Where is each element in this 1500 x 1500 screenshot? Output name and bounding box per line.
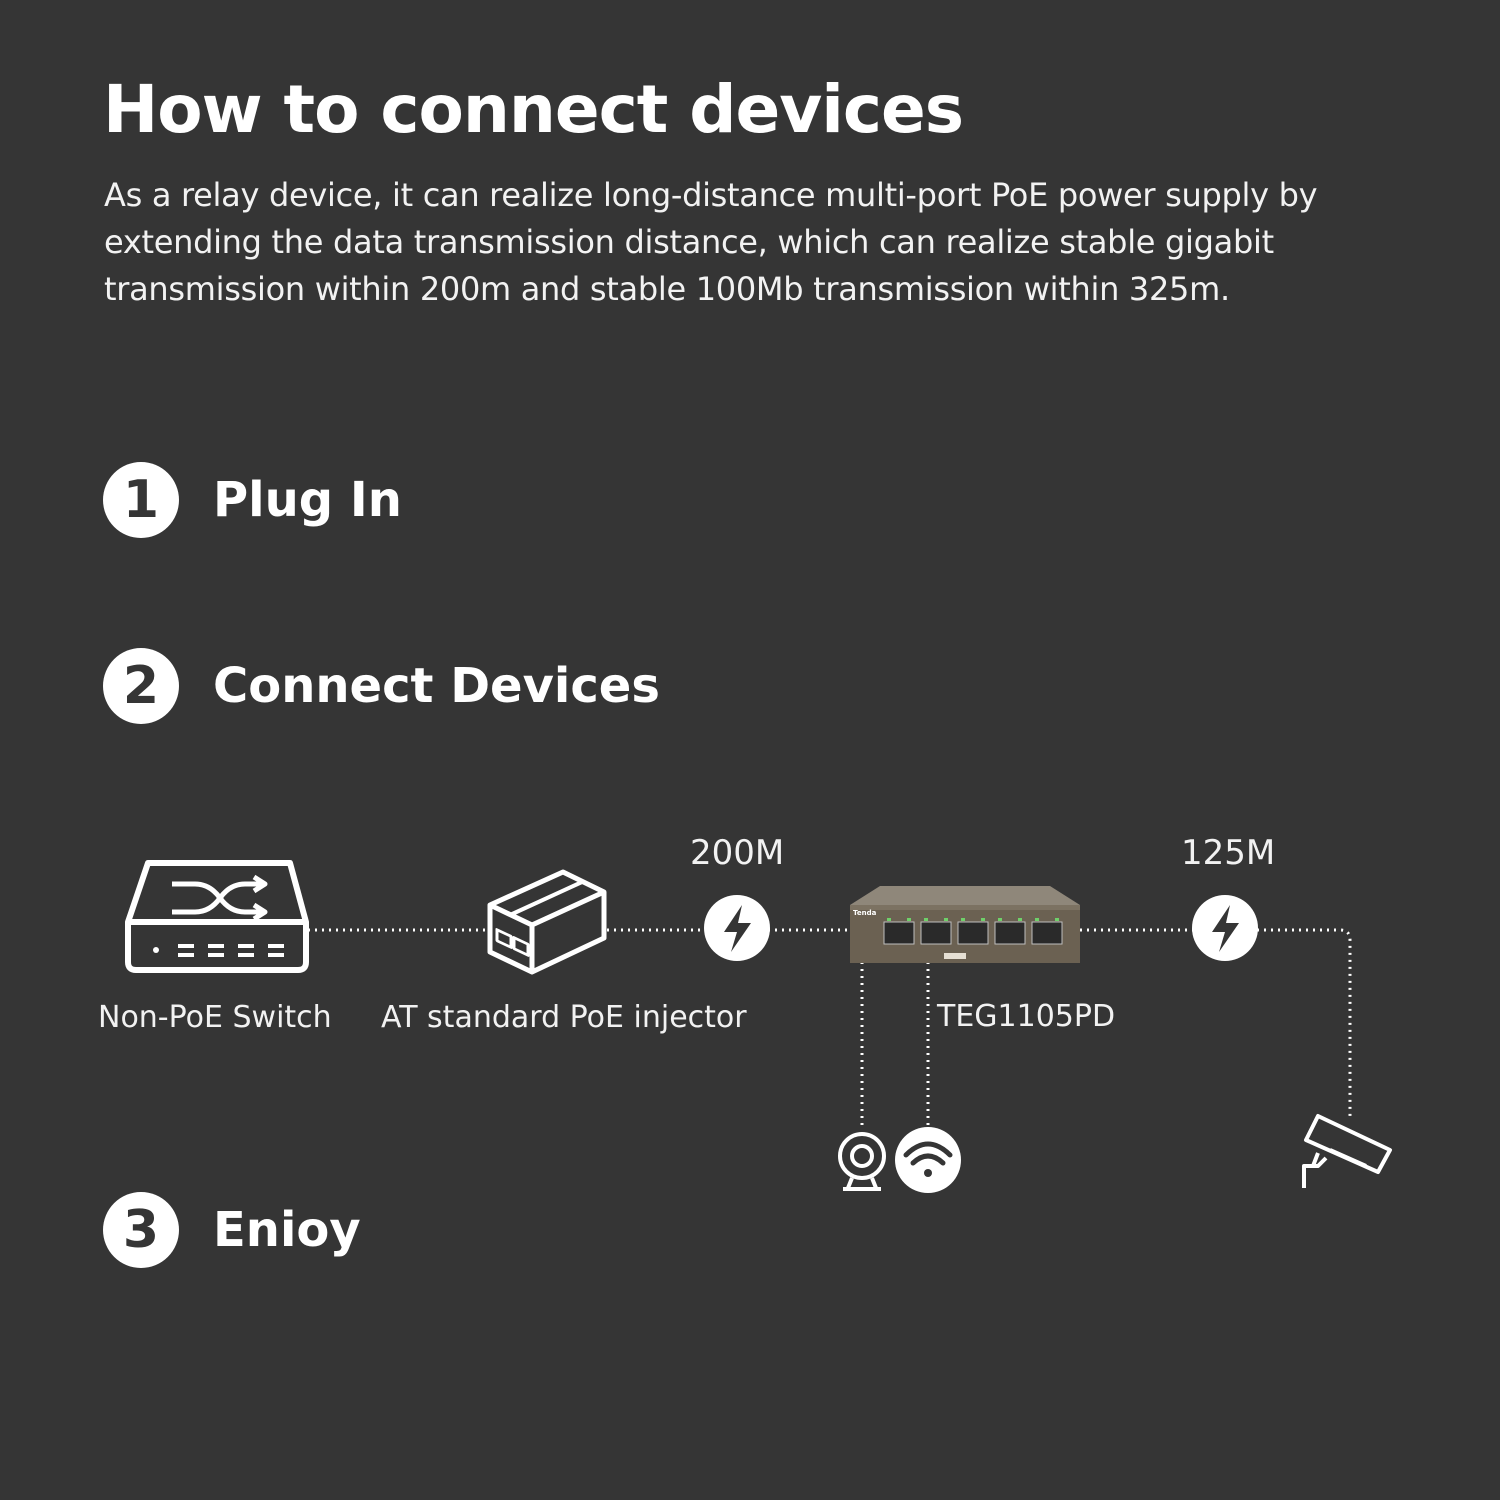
step-label-3: Enioy	[213, 1202, 361, 1258]
step-label-2: Connect Devices	[213, 658, 660, 714]
step-number-2: 2	[103, 648, 179, 724]
page-title: How to connect devices	[103, 71, 964, 148]
page-description: As a relay device, it can realize long-d…	[104, 176, 1318, 308]
switch-icon	[125, 860, 309, 973]
label-non-poe-switch: Non-PoE Switch	[98, 1000, 332, 1035]
extender-device-image: Tenda	[850, 886, 1080, 963]
injector-box-icon	[487, 869, 607, 975]
step-connect-devices: 2 Connect Devices	[103, 648, 660, 724]
lightning-icon	[1192, 895, 1258, 961]
connection-lines	[308, 928, 1352, 1128]
line-bolt2-to-cctv	[1257, 928, 1352, 1120]
cctv-camera-icon	[1302, 1114, 1392, 1188]
step-plug-in: 1 Plug In	[103, 462, 402, 538]
label-extender-model: TEG1105PD	[937, 999, 1116, 1034]
distance-label-second: 125M	[1181, 833, 1276, 873]
step-number-1: 1	[103, 462, 179, 538]
step-number-3: 3	[103, 1192, 179, 1268]
webcam-icon	[838, 1132, 886, 1191]
lightning-icon	[704, 895, 770, 961]
step-enjoy: 3 Enioy	[103, 1192, 361, 1268]
distance-label-first: 200M	[690, 833, 785, 873]
label-poe-injector: AT standard PoE injector	[381, 1000, 747, 1035]
step-label-1: Plug In	[213, 472, 402, 528]
svg-text:Tenda: Tenda	[853, 909, 877, 917]
wifi-icon	[895, 1127, 961, 1193]
